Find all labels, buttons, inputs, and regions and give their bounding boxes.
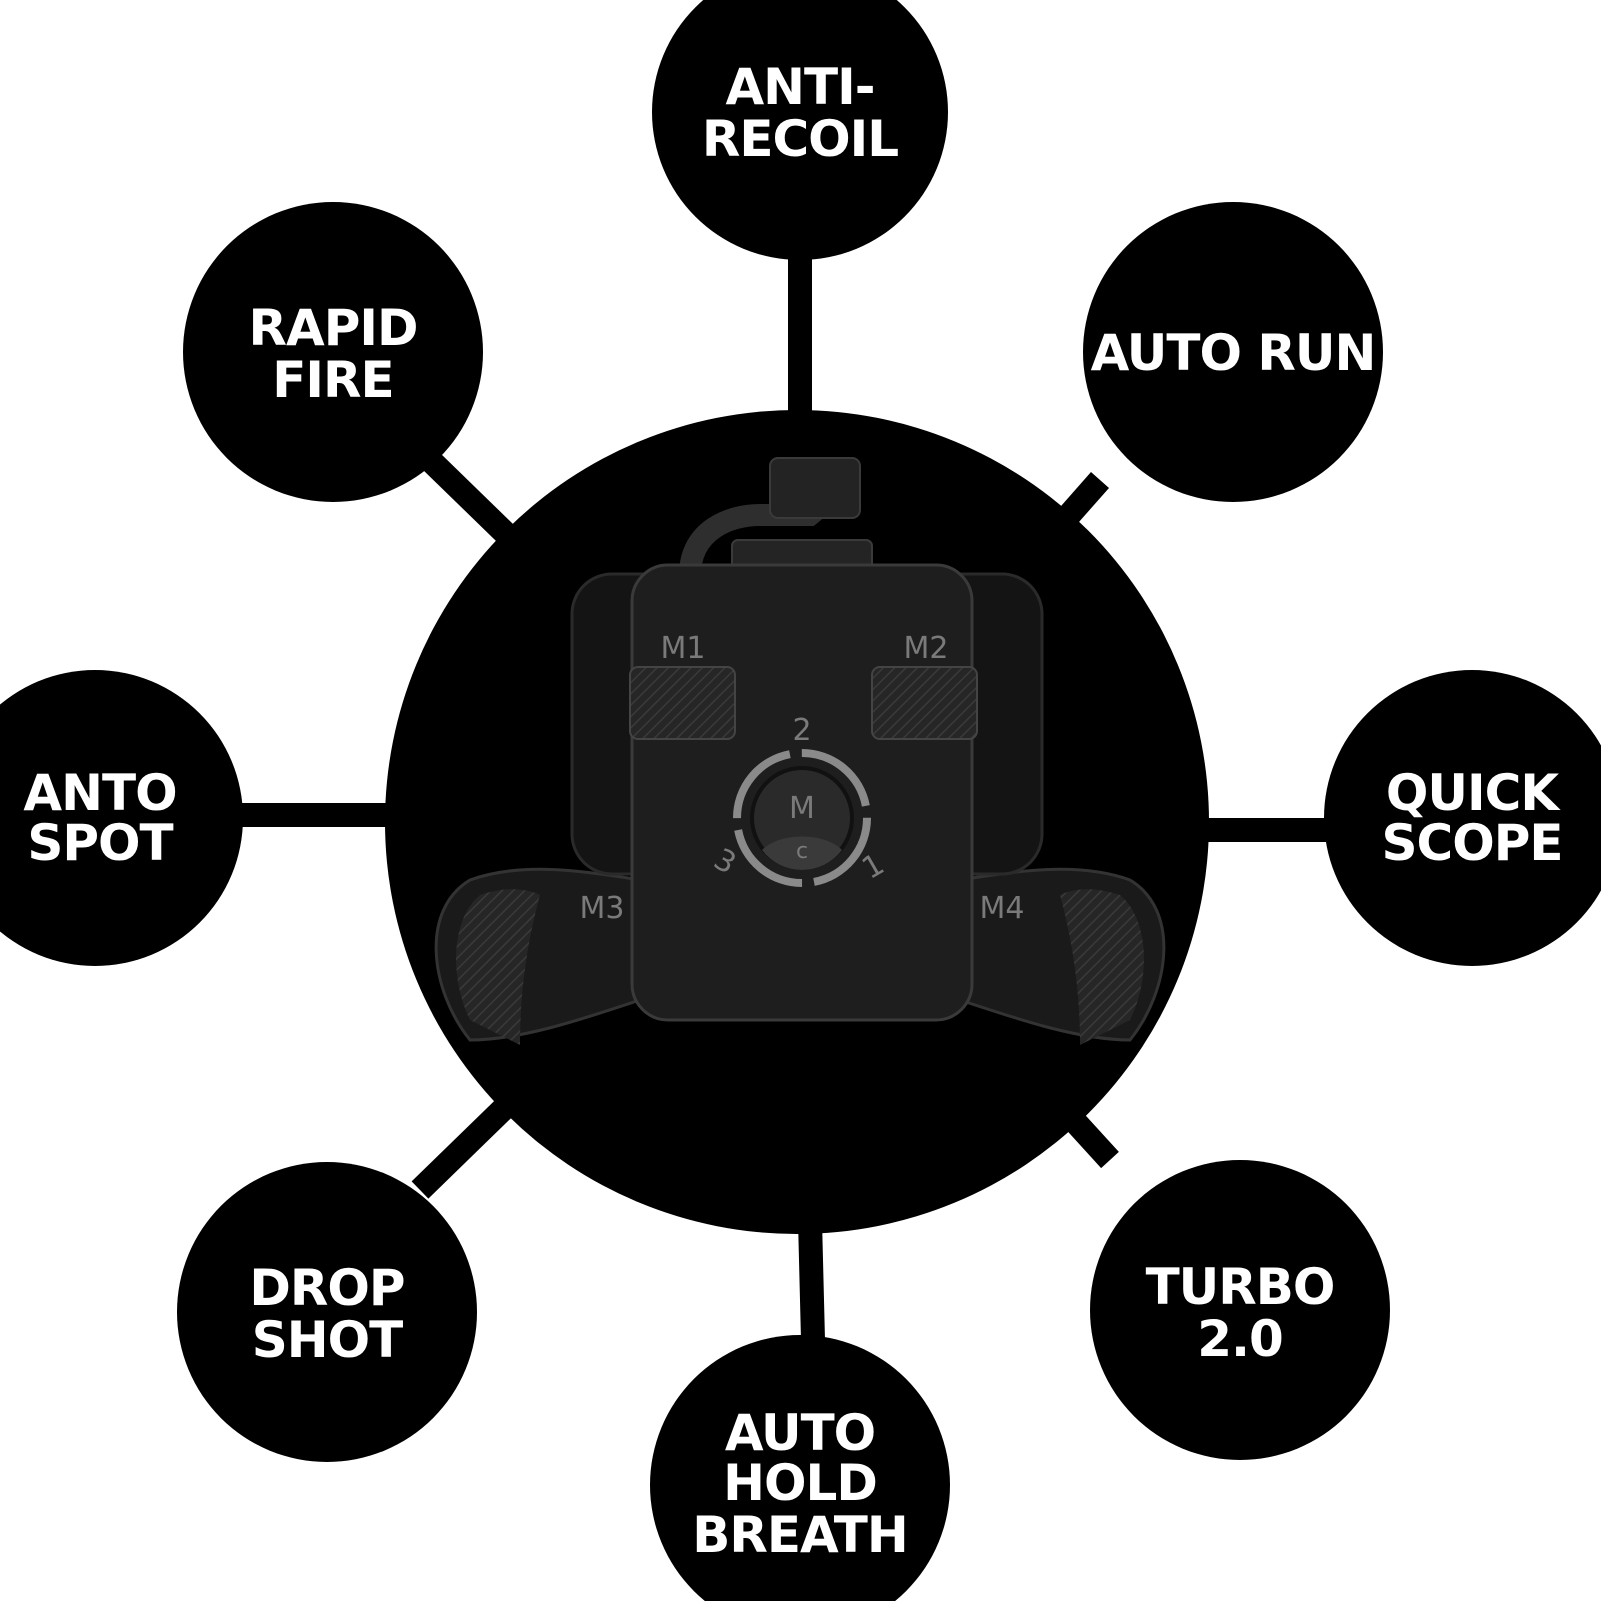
button-m2 — [871, 666, 978, 740]
turbo-line-1: TURBO — [1146, 1258, 1335, 1316]
feature-node-rapid-fire: RAPID FIRE — [183, 202, 483, 502]
button-m1 — [629, 666, 736, 740]
drop-shot-line-2: SHOT — [252, 1311, 403, 1369]
mode-number-2: 2 — [792, 713, 811, 748]
mode-ring — [733, 749, 871, 887]
feature-node-quick-scope: QUICK SCOPE — [1324, 670, 1601, 966]
label-m2: M2 — [904, 631, 949, 666]
anto-spot-line-2: SPOT — [27, 814, 173, 872]
clear-button-label: c — [796, 839, 808, 864]
auto-hold-breath-line-2: HOLD — [723, 1454, 877, 1512]
label-m3: M3 — [580, 891, 625, 926]
feature-node-turbo: TURBO 2.0 — [1090, 1160, 1390, 1460]
quick-scope-line-2: SCOPE — [1381, 814, 1562, 872]
feature-node-drop-shot: DROP SHOT — [177, 1162, 477, 1462]
turbo-line-2: 2.0 — [1197, 1310, 1283, 1368]
auto-run-line-1: AUTO RUN — [1091, 324, 1376, 382]
mode-button-label: M — [789, 791, 815, 826]
anto-spot-line-1: ANTO — [23, 764, 176, 822]
auto-hold-breath-line-1: AUTO — [725, 1404, 875, 1462]
feature-node-anti-recoil: ANTI- RECOIL — [652, 0, 948, 260]
label-m1: M1 — [661, 631, 706, 666]
anti-recoil-line-2: RECOIL — [702, 110, 898, 168]
feature-node-anto-spot: ANTO SPOT — [0, 670, 243, 966]
feature-node-auto-run: AUTO RUN — [1083, 202, 1383, 502]
drop-shot-line-1: DROP — [249, 1259, 404, 1317]
controller-device: M1 M2 M3 M4 2 M c 1 3 — [434, 457, 1166, 1045]
label-m4: M4 — [980, 891, 1025, 926]
anti-recoil-line-1: ANTI- — [725, 58, 874, 116]
rapid-fire-line-1: RAPID — [249, 299, 418, 357]
rapid-fire-line-2: FIRE — [272, 351, 393, 409]
feature-node-auto-hold-breath: AUTO HOLD BREATH — [650, 1335, 950, 1601]
auto-hold-breath-line-3: BREATH — [692, 1506, 908, 1564]
quick-scope-line-1: QUICK — [1386, 764, 1561, 822]
